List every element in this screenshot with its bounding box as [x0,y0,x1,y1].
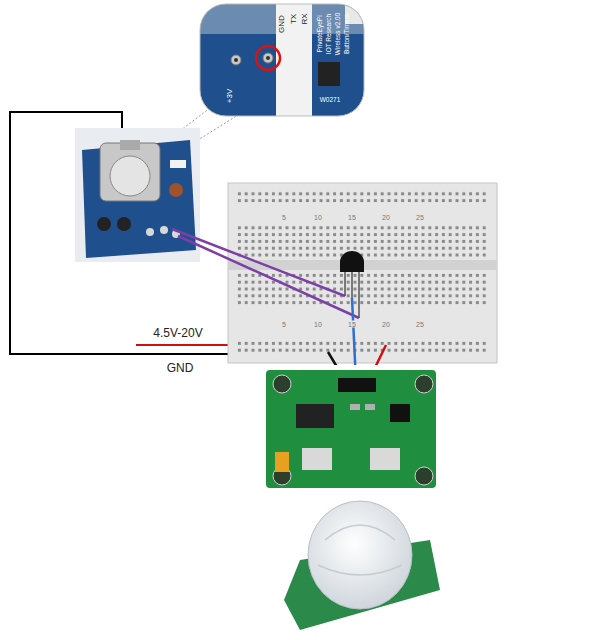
column-number: 15 [347,214,357,221]
pin-name: RX [301,13,309,24]
highlight-circle [256,46,280,70]
board-text: Wireless v2.00 [335,13,342,56]
gnd-wire [10,112,232,354]
breadboard [228,183,497,363]
pin-name: GND [167,362,194,374]
column-number: 15 [347,321,357,328]
column-number: 20 [381,214,391,221]
board-closeup [200,4,364,116]
column-number: 25 [415,214,425,221]
supply-wire [136,344,232,346]
column-number: 25 [415,321,425,328]
column-number: 10 [313,321,323,328]
part-number: W0271 [320,97,341,104]
column-number: 20 [381,321,391,328]
column-number: 5 [281,214,287,221]
board-text: PrivateEyePi [317,15,324,52]
pin-name: TX [290,14,298,24]
column-number: 5 [281,321,287,328]
column-number: 10 [313,214,323,221]
pir-dome [284,501,440,630]
pin-name: GND [278,15,286,33]
pin-name: +3V [226,89,234,103]
signal-wire [178,236,359,318]
signal-wire [172,229,345,296]
pir-board [262,365,440,492]
board-text: IOT Research [326,14,333,54]
board-text: Button/Timers [344,14,351,54]
voltage-label: 4.5V-20V [153,327,202,339]
controller-board [75,128,200,262]
